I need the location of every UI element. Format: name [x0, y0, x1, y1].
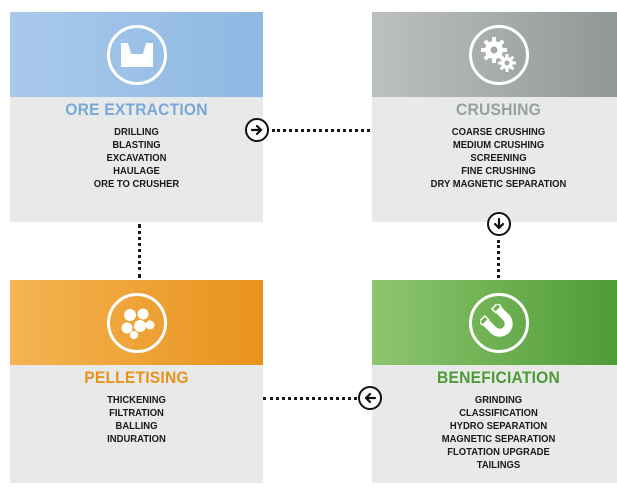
- step-item: TAILINGS: [476, 459, 521, 471]
- step-item: FLOTATION UPGRADE: [447, 446, 550, 458]
- step-item: HAULAGE: [113, 165, 160, 177]
- step-item: BALLING: [115, 420, 158, 432]
- step-item: GRINDING: [474, 394, 523, 406]
- stage-body: ORE EXTRACTION DRILLING BLASTING EXCAVAT…: [10, 97, 263, 222]
- stage-body: BENEFICIATION GRINDING CLASSIFICATION HY…: [372, 365, 617, 483]
- pellets-icon: [106, 292, 167, 353]
- connector-crushing-beneficiation: [497, 240, 500, 278]
- stage-header-band: [372, 12, 617, 97]
- step-item: COARSE CRUSHING: [451, 126, 546, 138]
- connector-beneficiation-pelletising: [263, 397, 357, 400]
- connector-ore-crushing: [272, 129, 370, 132]
- stage-header-band: [372, 280, 617, 365]
- stage-steps: GRINDING CLASSIFICATION HYDRO SEPARATION…: [372, 394, 617, 472]
- gears-icon: [468, 24, 529, 85]
- stage-card-beneficiation: BENEFICIATION GRINDING CLASSIFICATION HY…: [372, 280, 617, 483]
- step-item: CLASSIFICATION: [459, 407, 538, 419]
- connector-pelletising-ore: [138, 224, 141, 278]
- step-item: HYDRO SEPARATION: [449, 420, 548, 432]
- arrow-down-icon: [487, 212, 511, 236]
- stage-header-band: [10, 12, 263, 97]
- step-item: MEDIUM CRUSHING: [452, 139, 545, 151]
- stage-body: PELLETISING THICKENING FILTRATION BALLIN…: [10, 365, 263, 483]
- stage-card-ore-extraction: ORE EXTRACTION DRILLING BLASTING EXCAVAT…: [10, 12, 263, 222]
- step-item: MAGNETIC SEPARATION: [441, 433, 556, 445]
- step-item: INDURATION: [107, 433, 166, 445]
- step-item: FILTRATION: [109, 407, 164, 419]
- step-item: DRY MAGNETIC SEPARATION: [430, 178, 567, 190]
- magnet-icon: [468, 292, 529, 353]
- stage-title: PELLETISING: [84, 368, 189, 387]
- pit-icon: [106, 24, 167, 85]
- step-item: THICKENING: [107, 394, 166, 406]
- step-item: ORE TO CRUSHER: [93, 178, 180, 190]
- stage-card-crushing: CRUSHING COARSE CRUSHING MEDIUM CRUSHING…: [372, 12, 617, 222]
- stage-title: BENEFICIATION: [437, 368, 560, 387]
- arrow-right-icon: [245, 118, 269, 142]
- step-item: DRILLING: [114, 126, 159, 138]
- step-item: SCREENING: [470, 152, 527, 164]
- step-item: BLASTING: [112, 139, 161, 151]
- stage-card-pelletising: PELLETISING THICKENING FILTRATION BALLIN…: [10, 280, 263, 483]
- stage-body: CRUSHING COARSE CRUSHING MEDIUM CRUSHING…: [372, 97, 617, 222]
- stage-steps: THICKENING FILTRATION BALLING INDURATION: [10, 394, 263, 446]
- stage-title: ORE EXTRACTION: [65, 100, 208, 119]
- stage-title: CRUSHING: [456, 100, 541, 119]
- step-item: FINE CRUSHING: [461, 165, 536, 177]
- stage-steps: DRILLING BLASTING EXCAVATION HAULAGE ORE…: [10, 126, 263, 191]
- stage-steps: COARSE CRUSHING MEDIUM CRUSHING SCREENIN…: [372, 126, 617, 191]
- step-item: EXCAVATION: [106, 152, 167, 164]
- stage-header-band: [10, 280, 263, 365]
- arrow-left-icon: [358, 386, 382, 410]
